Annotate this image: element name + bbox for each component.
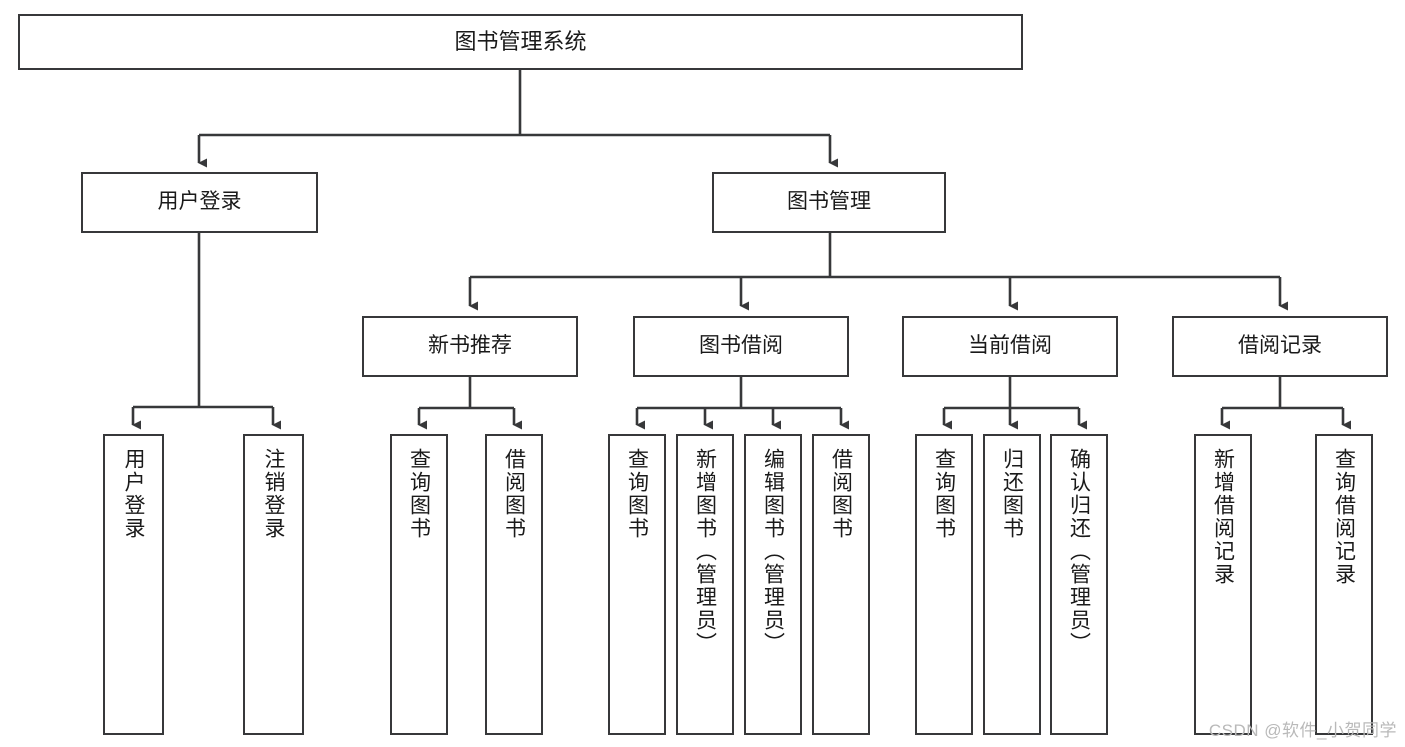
- node-label: 图书管理: [787, 190, 871, 214]
- node-label: 归还图书: [1000, 448, 1024, 540]
- node-label: 查询图书: [407, 448, 431, 540]
- node-label: 当前借阅: [968, 334, 1052, 358]
- node-label: 注销登录: [262, 448, 285, 540]
- node-root-system[interactable]: 图书管理系统: [18, 14, 1023, 70]
- node-label: 查询借阅记录: [1332, 448, 1356, 586]
- leaf-confirm-return-admin[interactable]: 确认归还（管理员）: [1050, 434, 1108, 735]
- node-label: 新增图书（管理员）: [693, 448, 717, 655]
- node-label: 新增借阅记录: [1211, 448, 1235, 586]
- node-label: 确认归还（管理员）: [1067, 448, 1091, 655]
- node-label: 借阅记录: [1238, 334, 1322, 358]
- leaf-borrow-book[interactable]: 借阅图书: [812, 434, 870, 735]
- node-label: 查询图书: [625, 448, 649, 540]
- leaf-borrow-book-recommend[interactable]: 借阅图书: [485, 434, 543, 735]
- node-label: 用户登录: [122, 448, 145, 540]
- leaf-query-book-borrow[interactable]: 查询图书: [608, 434, 666, 735]
- leaf-add-book-admin[interactable]: 新增图书（管理员）: [676, 434, 734, 735]
- node-label: 新书推荐: [428, 334, 512, 358]
- node-book-borrow[interactable]: 图书借阅: [633, 316, 849, 377]
- leaf-add-borrow-record[interactable]: 新增借阅记录: [1194, 434, 1252, 735]
- leaf-user-login[interactable]: 用户登录: [103, 434, 164, 735]
- node-label: 借阅图书: [502, 448, 526, 540]
- node-label: 用户登录: [157, 190, 242, 214]
- node-new-book-recommend[interactable]: 新书推荐: [362, 316, 578, 377]
- node-user-login[interactable]: 用户登录: [81, 172, 318, 233]
- node-label: 借阅图书: [829, 448, 853, 540]
- node-label: 图书管理系统: [454, 29, 587, 55]
- leaf-return-book[interactable]: 归还图书: [983, 434, 1041, 735]
- node-label: 查询图书: [932, 448, 956, 540]
- watermark: CSDN @软件_小贺同学: [1208, 721, 1397, 740]
- leaf-query-borrow-record[interactable]: 查询借阅记录: [1315, 434, 1373, 735]
- leaf-edit-book-admin[interactable]: 编辑图书（管理员）: [744, 434, 802, 735]
- leaf-logout[interactable]: 注销登录: [243, 434, 304, 735]
- node-label: 图书借阅: [699, 334, 783, 358]
- node-current-borrow[interactable]: 当前借阅: [902, 316, 1118, 377]
- node-label: 编辑图书（管理员）: [761, 448, 785, 655]
- node-book-management[interactable]: 图书管理: [712, 172, 946, 233]
- leaf-query-book-recommend[interactable]: 查询图书: [390, 434, 448, 735]
- leaf-query-book-current[interactable]: 查询图书: [915, 434, 973, 735]
- node-borrow-records[interactable]: 借阅记录: [1172, 316, 1388, 377]
